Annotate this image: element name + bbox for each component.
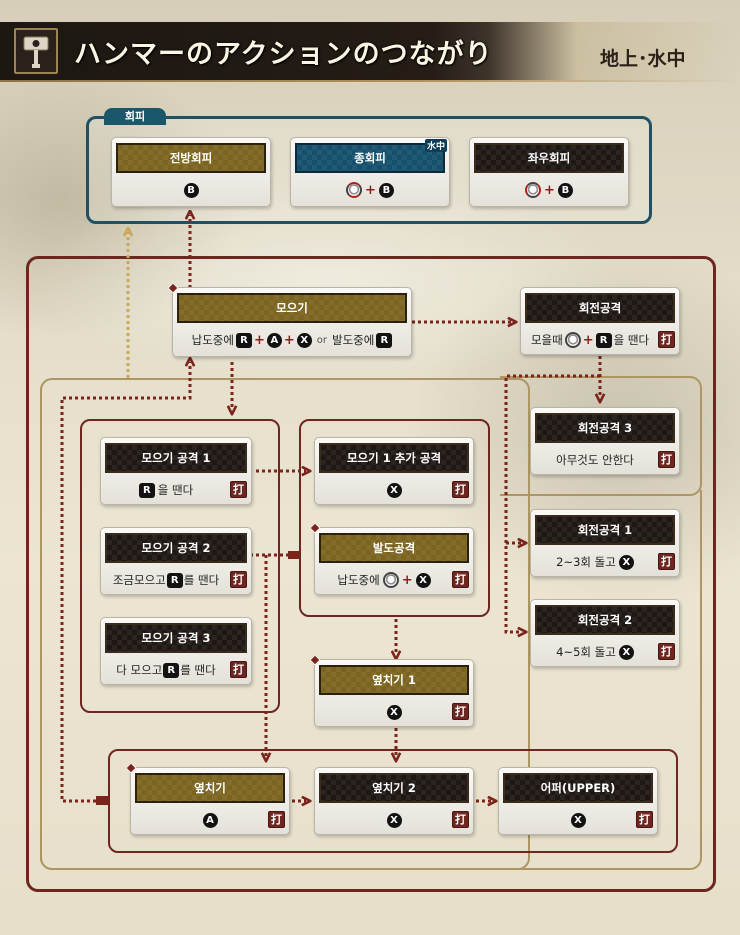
hammer-icon	[14, 28, 58, 74]
blunt-attack-icon: 打	[452, 571, 469, 588]
x-button-icon: X	[618, 554, 634, 570]
x-button-icon: X	[386, 482, 402, 498]
spin-frame-bottom	[40, 490, 702, 870]
vertical-evade-card: 종회피 水中 +B	[290, 137, 450, 207]
connector-node	[96, 796, 108, 805]
side-smash-group	[108, 749, 678, 853]
r-button-icon: R	[138, 482, 155, 498]
r-button-icon: R	[166, 572, 183, 588]
blunt-attack-icon: 打	[658, 451, 675, 468]
header-bar	[0, 22, 740, 80]
left-stick-icon	[382, 572, 399, 588]
blunt-attack-icon: 打	[658, 331, 675, 348]
r-button-icon: R	[163, 662, 180, 678]
blunt-attack-icon: 打	[268, 811, 285, 828]
blunt-attack-icon: 打	[452, 703, 469, 720]
side-smash1-card: 옆치기 1 X 打	[309, 654, 474, 727]
x-button-icon: X	[386, 704, 402, 720]
blunt-attack-icon: 打	[658, 553, 675, 570]
header-divider	[0, 80, 740, 82]
r-button-icon: R	[235, 332, 252, 348]
draw-attack-card: 발도공격 납도중에+X 打	[309, 522, 474, 595]
side-smash-card: 옆치기 A 打	[125, 762, 290, 835]
arrow-return-to-charge	[60, 362, 190, 803]
environment-label: 地上･水中	[600, 48, 686, 70]
blunt-attack-icon: 打	[452, 811, 469, 828]
upper-card: 어퍼(UPPER) X 打	[498, 767, 658, 835]
front-evade-card: 전방회피 B	[111, 137, 271, 207]
connector-node	[288, 551, 300, 559]
b-button-icon: B	[557, 182, 573, 198]
charge-extra-card: 모으기 1 추가 공격 X 打	[314, 437, 474, 505]
spin-attack3-card: 회전공격 3 아무것도 안한다 打	[530, 407, 680, 475]
x-button-icon: X	[415, 572, 431, 588]
blunt-attack-icon: 打	[636, 811, 653, 828]
blunt-attack-icon: 打	[230, 571, 247, 588]
underwater-badge: 水中	[424, 139, 447, 152]
x-button-icon: X	[618, 644, 634, 660]
x-button-icon: X	[296, 332, 312, 348]
side-evade-card: 좌우회피 +B	[469, 137, 629, 207]
a-button-icon: A	[266, 332, 282, 348]
page-title: ハンマーのアクションのつながり	[74, 39, 493, 70]
evade-group-label: 회피	[104, 108, 166, 125]
x-button-icon: X	[570, 812, 586, 828]
arrow-spin-branch	[504, 374, 600, 632]
side-smash2-card: 옆치기 2 X 打	[314, 767, 474, 835]
r-button-icon: R	[595, 332, 612, 348]
left-stick-icon	[564, 332, 581, 348]
blunt-attack-icon: 打	[452, 481, 469, 498]
blunt-attack-icon: 打	[658, 643, 675, 660]
b-button-icon: B	[378, 182, 394, 198]
main-frame	[26, 256, 716, 892]
b-button-icon: B	[183, 182, 199, 198]
charge-attack-group	[80, 419, 280, 713]
left-stick-vertical-icon	[346, 182, 363, 198]
r-button-icon: R	[376, 332, 393, 348]
x-button-icon: X	[386, 812, 402, 828]
left-stick-horizontal-icon	[525, 182, 542, 198]
blunt-attack-icon: 打	[230, 481, 247, 498]
blunt-attack-icon: 打	[230, 661, 247, 678]
a-button-icon: A	[202, 812, 218, 828]
charge-followup-group	[299, 419, 490, 617]
charge-card: 모으기 납도중에 R+ A+ X or 발도중에 R	[167, 282, 412, 357]
